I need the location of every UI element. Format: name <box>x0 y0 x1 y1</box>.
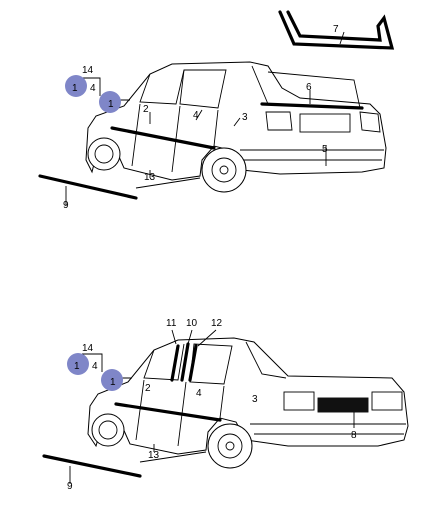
label-10: 10 <box>186 318 198 329</box>
label-4-sedan: 4 <box>92 361 98 372</box>
label-13: 13 <box>144 172 156 183</box>
label-3-sedan: 3 <box>252 394 258 405</box>
rear-trim-panel <box>318 398 368 412</box>
pillar-trim-b <box>180 342 190 382</box>
label-7: 7 <box>333 24 339 35</box>
label-4-door-sedan: 4 <box>196 388 202 399</box>
label-13-sedan: 13 <box>148 450 160 461</box>
position-badge-1c <box>67 353 89 375</box>
label-2: 2 <box>143 104 149 115</box>
label-3: 3 <box>242 112 248 123</box>
window-seal-part <box>278 10 395 50</box>
label-2-sedan: 2 <box>145 383 151 394</box>
label-14-sedan: 14 <box>82 343 94 354</box>
label-8: 8 <box>351 430 357 441</box>
front-wheel-sedan <box>91 413 125 447</box>
side-moulding <box>110 126 216 150</box>
rear-window-trim <box>260 102 364 110</box>
position-badge-1d <box>101 369 123 391</box>
label-5: 5 <box>322 144 328 155</box>
rear-wheel <box>201 147 247 193</box>
label-1-door: 1 <box>108 99 114 110</box>
sill-moulding-part-sedan <box>42 454 142 478</box>
side-moulding-sedan <box>114 402 222 422</box>
label-11: 11 <box>166 318 177 329</box>
sedan-diagram: 14 1 4 1 2 3 4 8 9 10 11 12 13 <box>42 318 409 492</box>
label-1-door-sedan: 1 <box>110 377 116 388</box>
label-4: 4 <box>90 83 96 94</box>
pillar-trim-a <box>170 344 180 382</box>
front-wheel <box>87 137 121 171</box>
hatchback-diagram: 14 1 4 1 2 3 4 5 6 7 9 13 <box>38 10 395 211</box>
label-1: 1 <box>72 83 78 94</box>
pillar-trim-c <box>188 344 198 382</box>
label-12: 12 <box>211 318 223 329</box>
label-6: 6 <box>306 82 312 93</box>
label-9: 9 <box>63 200 69 211</box>
label-9-sedan: 9 <box>67 481 73 492</box>
rear-wheel-sedan <box>207 423 253 469</box>
position-badge-1a <box>65 75 87 97</box>
label-14: 14 <box>82 65 94 76</box>
label-1-sedan: 1 <box>74 361 80 372</box>
position-badge-1b <box>99 91 121 113</box>
sill-moulding-part <box>38 174 138 200</box>
label-4-door: 4 <box>193 110 199 121</box>
